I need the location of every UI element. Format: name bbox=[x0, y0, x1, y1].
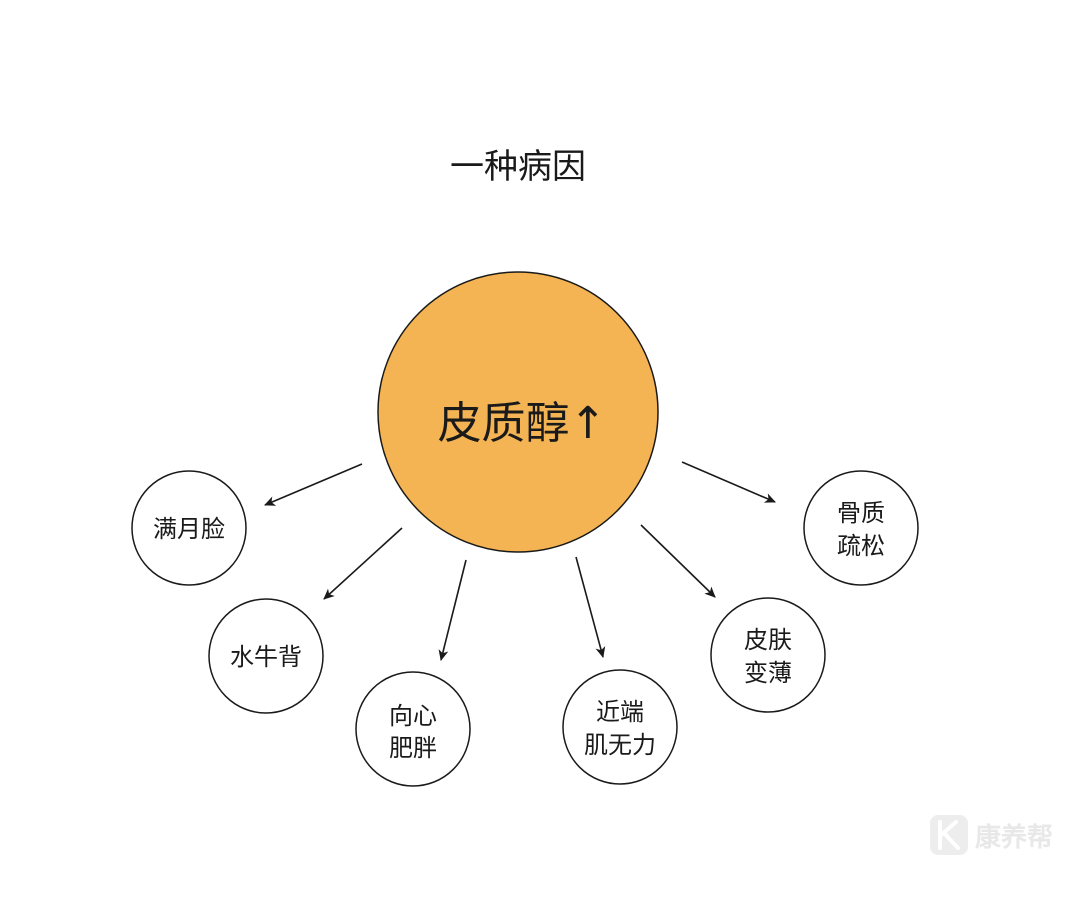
symptom-label: 满月脸 bbox=[153, 515, 225, 543]
symptom-circle bbox=[131, 470, 247, 586]
symptom-circle bbox=[355, 671, 471, 787]
symptom-label-line-1: 骨质 bbox=[837, 499, 885, 527]
symptom-label-line-2: 肥胖 bbox=[389, 734, 437, 762]
symptom-label-line-2: 肌无力 bbox=[584, 731, 656, 759]
k-logo-icon bbox=[930, 815, 968, 855]
center-circle bbox=[377, 271, 659, 553]
symptom-circle bbox=[710, 597, 826, 713]
arrow-to-central-obesity bbox=[438, 559, 467, 661]
symptom-label: 水牛背 bbox=[230, 643, 302, 671]
symptom-node-moon-face: 满月脸 bbox=[131, 470, 247, 586]
symptom-circle bbox=[562, 669, 678, 785]
symptom-node-central-obesity: 向心 肥胖 bbox=[355, 671, 471, 787]
arrow-to-skin-thinning bbox=[640, 524, 716, 598]
connectors bbox=[264, 461, 776, 661]
arrow-to-osteoporosis bbox=[681, 461, 776, 503]
center-label: 皮质醇↑ bbox=[438, 398, 607, 449]
symptom-label-line-2: 疏松 bbox=[837, 532, 885, 560]
center-node: 皮质醇↑ bbox=[377, 271, 659, 553]
symptom-node-proximal-muscle-weakness: 近端 肌无力 bbox=[562, 669, 678, 785]
watermark: 康养帮 bbox=[930, 815, 1053, 855]
symptom-circle bbox=[803, 470, 919, 586]
symptom-label-line-1: 近端 bbox=[596, 698, 644, 726]
symptom-node-osteoporosis: 骨质 疏松 bbox=[803, 470, 919, 586]
symptom-node-buffalo-hump: 水牛背 bbox=[208, 598, 324, 714]
symptom-label-line-1: 皮肤 bbox=[744, 626, 792, 654]
arrow-to-moon-face bbox=[264, 463, 363, 506]
watermark-text: 康养帮 bbox=[975, 822, 1053, 853]
symptom-label-line-1: 向心 bbox=[389, 702, 437, 730]
symptom-label-line-2: 变薄 bbox=[744, 659, 792, 687]
symptom-node-skin-thinning: 皮肤 变薄 bbox=[710, 597, 826, 713]
diagram-title: 一种病因 bbox=[450, 147, 586, 187]
symptom-circle bbox=[208, 598, 324, 714]
arrow-to-buffalo-hump bbox=[323, 527, 403, 600]
arrow-to-proximal-muscle-weakness bbox=[575, 556, 606, 658]
